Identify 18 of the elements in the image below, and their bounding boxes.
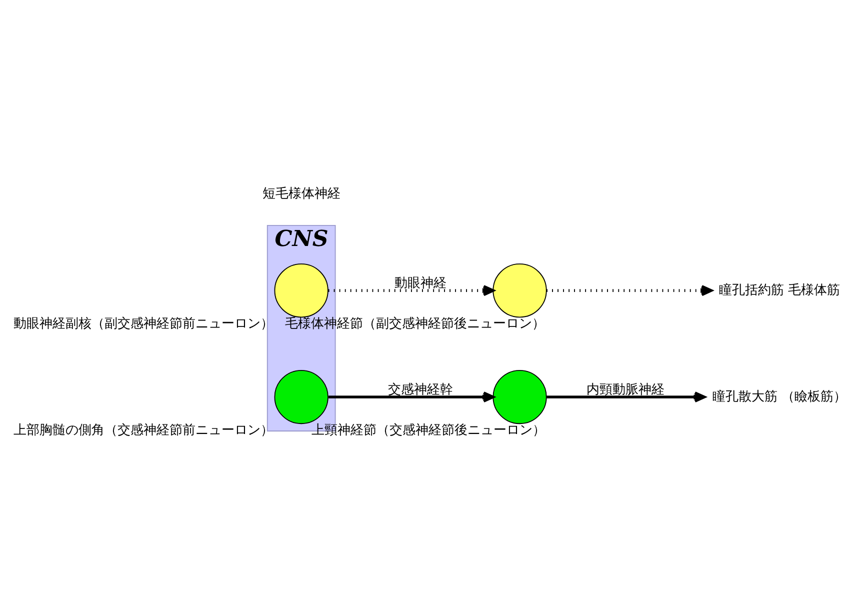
edge-label: 動眼神経 xyxy=(394,276,447,292)
node-label: 動眼神経副核（副交感神経節前ニューロン） xyxy=(13,316,274,332)
node-circle xyxy=(492,263,547,318)
arrow xyxy=(546,392,706,403)
node-circle xyxy=(492,370,547,424)
node-circle xyxy=(274,263,328,318)
label: 短毛様体神経 xyxy=(262,186,340,202)
edge-label: 交感神経幹 xyxy=(388,382,454,398)
edge-label: 内頸動脈神経 xyxy=(586,382,664,398)
node-text: 瞳孔括約筋 毛様体筋 xyxy=(718,282,840,298)
node-label: 上部胸髄の側角（交感神経節前ニューロン） xyxy=(13,422,274,438)
arrow xyxy=(328,285,494,296)
node-circle xyxy=(274,370,328,424)
node-label: 毛様体神経節（副交感神経節後ニューロン） xyxy=(285,316,546,332)
node-label: 上頸神経節（交感神経節後ニューロン） xyxy=(311,422,546,438)
arrow xyxy=(328,392,494,403)
node-text: 瞳孔散大筋 （瞼板筋） xyxy=(712,389,847,404)
arrow xyxy=(546,285,712,296)
